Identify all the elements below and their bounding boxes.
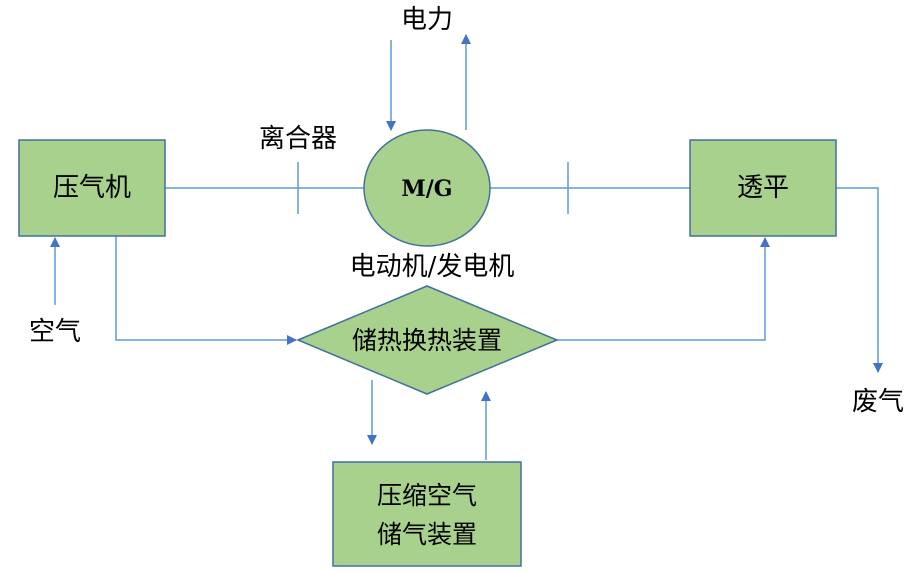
air-label: 空气 xyxy=(29,317,81,347)
storage-to-turbine-arrow xyxy=(557,237,770,341)
heat-storage-diamond xyxy=(296,285,559,395)
motor-generator-circle xyxy=(363,129,491,247)
compressor-box xyxy=(18,139,166,237)
air-storage-label-line1: 压缩空气 xyxy=(377,481,477,510)
air-storage-label-line2: 储气装置 xyxy=(377,520,477,549)
exhaust-label: 废气 xyxy=(852,387,904,417)
turbine-label: 透平 xyxy=(737,173,789,203)
motor-generator-label: M/G xyxy=(401,176,452,202)
motor-generator-caption: 电动机/发电机 xyxy=(350,252,515,282)
exhaust-arrow xyxy=(836,187,883,373)
turbine-box xyxy=(689,139,837,237)
compressor-to-storage-arrow xyxy=(115,236,297,345)
compressor-label: 压气机 xyxy=(53,173,131,203)
heat-storage-label: 储热换热装置 xyxy=(352,326,502,355)
air-storage-box xyxy=(332,461,522,567)
clutch-label: 离合器 xyxy=(259,124,337,154)
power-label: 电力 xyxy=(401,5,453,35)
